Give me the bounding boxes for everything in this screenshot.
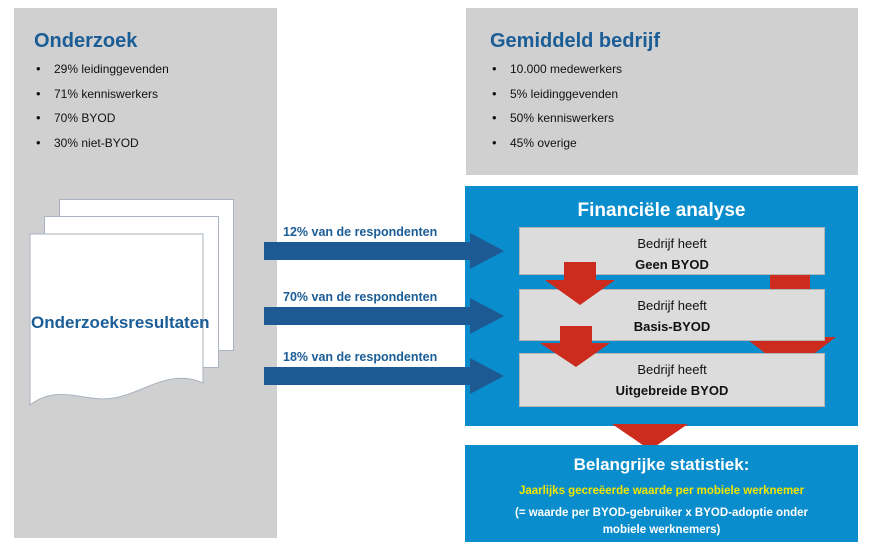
down-arrow-icon (545, 262, 615, 305)
scenario-line2: Uitgebreide BYOD (615, 383, 729, 398)
research-bullet: 70% BYOD (34, 110, 169, 135)
down-arrow-icon (612, 424, 688, 450)
right-arrow-icon (264, 358, 504, 394)
average-company-panel: Gemiddeld bedrijf 10.000 medewerkers 5% … (466, 8, 858, 175)
right-arrow-icon (264, 298, 504, 334)
research-bullet: 29% leidinggevenden (34, 61, 169, 86)
scenario-line1: Bedrijf heeft (637, 298, 707, 313)
average-company-bullet: 5% leidinggevenden (490, 86, 622, 111)
research-bullet: 71% kenniswerkers (34, 86, 169, 111)
average-company-title: Gemiddeld bedrijf (490, 30, 661, 52)
average-company-bullet: 10.000 medewerkers (490, 61, 622, 86)
average-company-bullet: 50% kenniswerkers (490, 110, 622, 135)
flow-label: 18% van de respondenten (283, 350, 438, 364)
key-statistic-panel: Belangrijke statistiek: Jaarlijks gecreë… (465, 445, 858, 542)
flow-label: 12% van de respondenten (283, 225, 438, 239)
flow-label: 70% van de respondenten (283, 290, 438, 304)
scenario-line1: Bedrijf heeft (637, 362, 707, 377)
average-company-bullet: 45% overige (490, 135, 622, 160)
key-statistic-title: Belangrijke statistiek: (573, 455, 750, 474)
scenario-line1: Bedrijf heeft (637, 236, 707, 251)
research-title: Onderzoek (34, 30, 138, 52)
scenario-line2: Basis-BYOD (633, 319, 711, 334)
scenario-line2: Geen BYOD (635, 257, 709, 272)
financial-analysis-title: Financiële analyse (577, 200, 746, 221)
right-arrow-icon (264, 233, 504, 269)
key-statistic-note: (= waarde per BYOD-gebruiker x BYOD-adop… (515, 507, 808, 519)
research-bullet: 30% niet-BYOD (34, 135, 169, 160)
key-statistic-highlight: Jaarlijks gecreëerde waarde per mobiele … (518, 485, 805, 497)
research-bullet-list: 29% leidinggevenden 71% kenniswerkers 70… (34, 61, 169, 159)
key-statistic-note: mobiele werknemers) (602, 524, 721, 536)
document-label: Onderzoeksresultaten (31, 313, 210, 332)
average-company-bullet-list: 10.000 medewerkers 5% leidinggevenden 50… (490, 61, 622, 159)
down-arrow-icon (540, 326, 610, 367)
document-icon (29, 233, 204, 408)
